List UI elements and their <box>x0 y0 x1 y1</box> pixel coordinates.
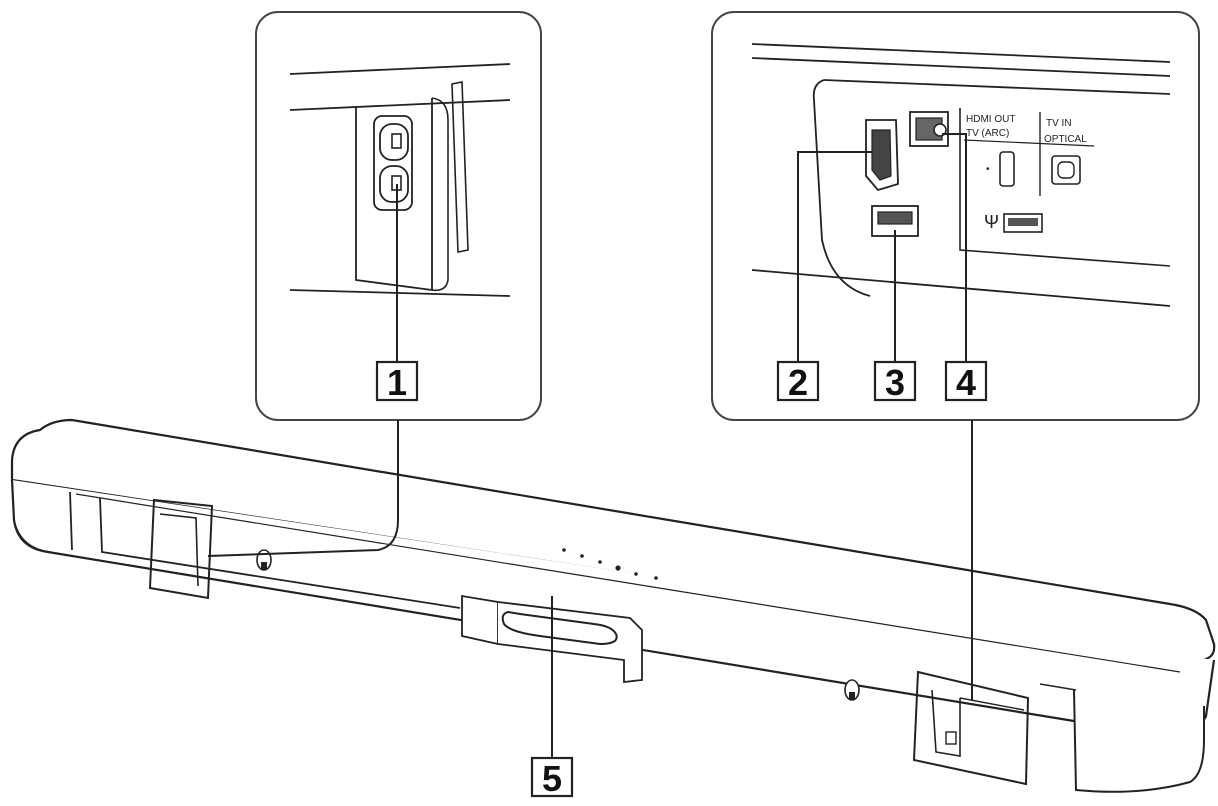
center-bracket <box>461 594 643 684</box>
soundbar-body <box>10 418 1216 793</box>
network-port <box>909 111 949 147</box>
callout-5-label: 5 <box>542 758 562 799</box>
port-labels-panel: HDMI OUT TV (ARC) TV IN OPTICAL • Ψ <box>963 112 1095 233</box>
hdmi-port-large <box>865 119 899 192</box>
callout-4: 4 <box>944 360 988 403</box>
callout-3: 3 <box>873 360 917 403</box>
label-hdmi-out: HDMI OUT <box>966 114 1015 125</box>
arrow-icon: • <box>986 164 990 175</box>
wall-mount-hole-right <box>844 679 860 701</box>
label-optical: OPTICAL <box>1044 134 1087 145</box>
label-tv-in: TV IN <box>1046 118 1072 129</box>
label-tv-arc: TV (ARC) <box>966 128 1009 139</box>
hdmi-port-small <box>999 151 1015 187</box>
callout-4-label: 4 <box>956 362 976 403</box>
callout-3-label: 3 <box>885 362 905 403</box>
callout-2-label: 2 <box>788 362 808 403</box>
right-port-highlight <box>912 670 1030 786</box>
callout-2: 2 <box>776 360 820 403</box>
indicator-lights <box>562 548 658 580</box>
left-port-highlight <box>148 498 214 600</box>
callout-1: 1 <box>375 360 419 403</box>
left-detail-inset <box>255 11 542 421</box>
right-detail-inset: HDMI OUT TV (ARC) TV IN OPTICAL • Ψ <box>711 11 1200 421</box>
callout-5: 5 <box>530 756 574 799</box>
ac-inlet-port <box>373 115 413 211</box>
usb-symbol-icon: Ψ <box>984 212 999 232</box>
callout-1-label: 1 <box>387 362 407 403</box>
